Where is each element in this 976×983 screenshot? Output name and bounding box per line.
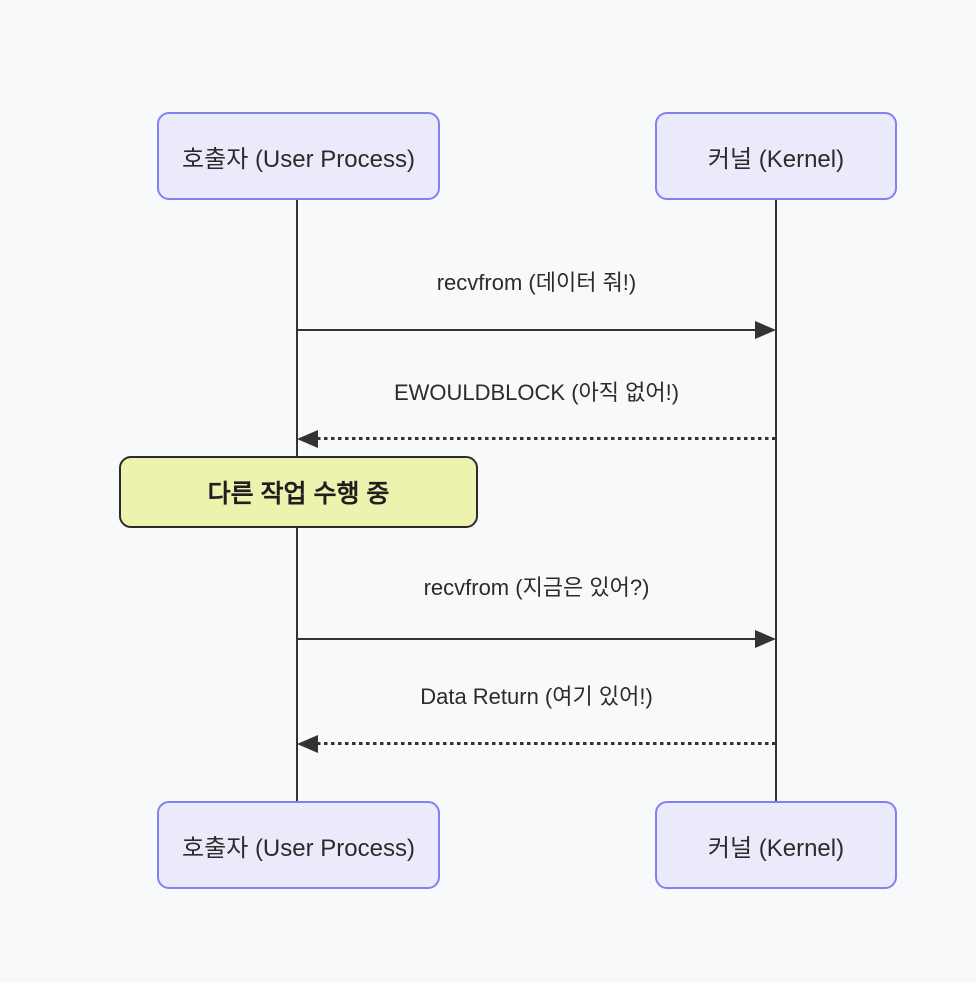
actor-box-user-process-top: 호출자 (User Process) [157, 112, 440, 200]
message-line-data-return [317, 742, 776, 745]
actor-box-user-process-bottom: 호출자 (User Process) [157, 801, 440, 889]
message-line-recvfrom-1 [297, 329, 756, 331]
message-label-recvfrom-1: recvfrom (데이터 줘!) [436, 270, 637, 295]
message-label-recvfrom-2: recvfrom (지금은 있어?) [423, 575, 650, 600]
message-line-ewouldblock [317, 437, 776, 440]
note-label-busy: 다른 작업 수행 중 [207, 480, 390, 508]
message-line-recvfrom-2 [297, 638, 756, 640]
message-label-ewouldblock: EWOULDBLOCK (아직 없어!) [393, 380, 680, 405]
lifeline-kernel [775, 200, 777, 801]
actor-box-kernel-top: 커널 (Kernel) [655, 112, 897, 200]
actor-label-user-process: 호출자 (User Process) [182, 145, 415, 173]
arrowhead-left-icon [297, 735, 318, 753]
actor-label-kernel: 커널 (Kernel) [707, 145, 845, 173]
arrowhead-left-icon [297, 430, 318, 448]
actor-label-user-process: 호출자 (User Process) [182, 834, 415, 862]
arrowhead-right-icon [755, 630, 776, 648]
arrowhead-right-icon [755, 321, 776, 339]
actor-label-kernel: 커널 (Kernel) [707, 834, 845, 862]
actor-box-kernel-bottom: 커널 (Kernel) [655, 801, 897, 889]
note-box-busy: 다른 작업 수행 중 [119, 456, 478, 528]
message-label-data-return: Data Return (여기 있어!) [420, 684, 653, 709]
